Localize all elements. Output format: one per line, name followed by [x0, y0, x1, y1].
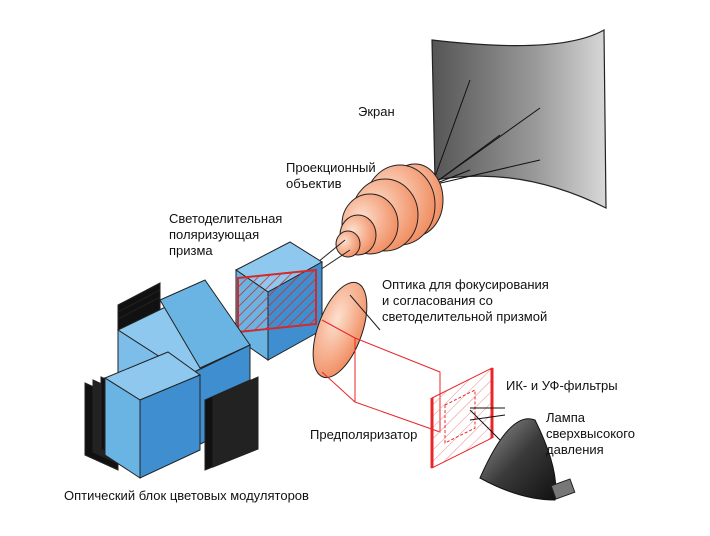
label-focusing-optics: Оптика для фокусирования и согласования … — [382, 277, 549, 324]
label-screen: Экран — [358, 104, 395, 119]
ir-uv-filter — [430, 367, 494, 469]
projection-lens — [335, 163, 444, 258]
modulator-panel-right — [204, 376, 259, 471]
label-ir-uv-filters: ИК- и УФ-фильтры — [506, 378, 618, 393]
beam-lines — [317, 239, 351, 271]
beam-splitter-prism — [235, 241, 323, 361]
label-projection-lens: Проекционный объектив — [286, 160, 376, 191]
lamp — [469, 409, 576, 501]
label-modulator-block: Оптический блок цветовых модуляторов — [64, 488, 309, 503]
label-prepolarizer: Предполяризатор — [310, 427, 418, 442]
screen — [431, 28, 607, 209]
label-beam-splitter-prism: Светоделительная поляризующая призма — [169, 211, 283, 258]
label-lamp: Лампа сверхвысокого давления — [546, 410, 635, 457]
modulator-panel-back — [117, 282, 161, 333]
modulator-block — [84, 279, 259, 479]
